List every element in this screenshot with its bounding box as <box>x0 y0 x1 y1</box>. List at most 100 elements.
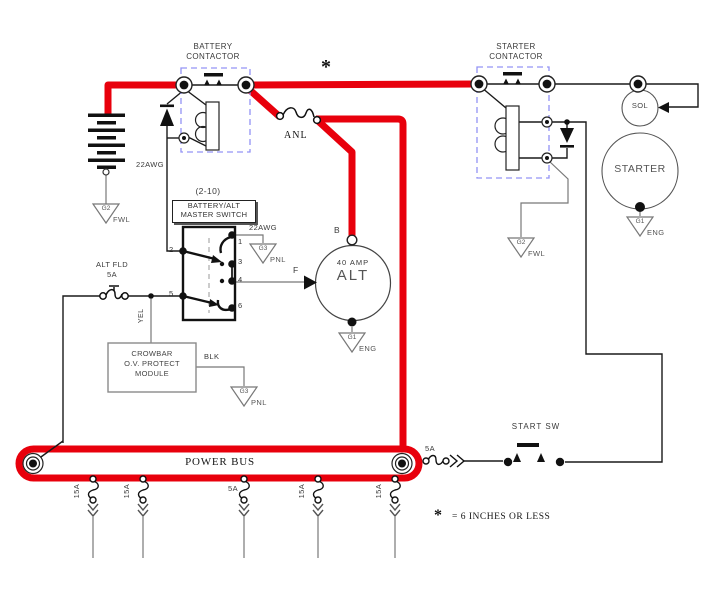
terminal-starter-contactor-left <box>470 75 488 93</box>
battery-contactor-label-1: BATTERY <box>193 42 233 51</box>
pin-4-label: 4 <box>238 275 243 284</box>
contact-bar <box>503 72 522 76</box>
terminal-starter-contactor-right <box>538 75 556 93</box>
starter-contactor-label-1: STARTER <box>496 42 536 51</box>
ground-sys-master-switch: PNL <box>270 255 286 264</box>
yel-wire-label: YEL <box>138 303 146 328</box>
alt-b-terminal-label: B <box>334 225 341 235</box>
pin-3-label: 3 <box>238 257 243 266</box>
master-switch-title-1: BATTERY/ALT <box>187 201 241 210</box>
sol-arrow <box>658 102 669 113</box>
bus-terminals <box>22 452 413 475</box>
power-bus-label: POWER BUS <box>185 456 255 468</box>
terminal-battery-contactor-left <box>175 76 193 94</box>
battery-awg-label: 22AWG <box>128 160 164 170</box>
crowbar-module-label: CROWBAR O.V. PROTECT MODULE <box>109 349 195 379</box>
drop-fuse-5 <box>389 475 401 518</box>
alt-name-label: ALT <box>336 267 370 284</box>
ground-id-starter-contactor: G2 <box>516 239 526 246</box>
ground-symbols <box>91 203 655 408</box>
pin-1-label: 1 <box>238 237 243 246</box>
master-switch-title-box: BATTERY/ALT MASTER SWITCH <box>172 200 256 223</box>
alt-ground-dot <box>347 317 357 327</box>
bus-feed-fuse-label: 5A <box>425 444 435 453</box>
coil <box>505 105 520 171</box>
starter-ground-dot <box>635 202 645 212</box>
pin-6-label: 6 <box>238 301 243 310</box>
bus-terminal-left <box>22 452 44 475</box>
power-bus-bar <box>15 445 423 482</box>
diode-icon <box>160 108 174 126</box>
alt-fld-breaker-icon <box>99 285 129 300</box>
note-text: = 6 INCHES OR LESS <box>452 512 551 522</box>
pin-5-label: 5 <box>169 289 174 298</box>
drop-fuse-3-rating: 5A <box>228 484 238 493</box>
drop-fuse-4 <box>312 475 324 518</box>
start-switch[interactable] <box>503 443 565 467</box>
ground-sys-starter-contactor: FWL <box>528 249 546 258</box>
bus-terminal-right <box>391 452 413 475</box>
battery-icon <box>88 113 125 176</box>
anl-fuse-icon <box>275 107 322 125</box>
six-inch-star-marker: * <box>321 56 331 78</box>
alt-f-terminal-label: F <box>293 265 299 275</box>
ground-sys-starter-motor: ENG <box>647 228 665 237</box>
chevron-right-icon <box>449 454 466 468</box>
drop-fuse-3 <box>238 475 250 518</box>
ground-alternator-icon <box>337 332 367 354</box>
diode-cathode <box>160 104 174 108</box>
drop-fuse-1-rating: 15A <box>71 483 81 499</box>
anl-to-alt-b-wire <box>313 116 356 237</box>
coil-terminal-battery <box>178 132 190 144</box>
diode-cathode <box>560 145 574 148</box>
ground-starter-motor-icon <box>625 216 655 238</box>
starter-motor-group <box>601 89 679 212</box>
master-switch-title-2: MASTER SWITCH <box>180 209 248 219</box>
blk-wire-label: BLK <box>204 352 220 361</box>
battery-contactor-label-2: CONTACTOR <box>186 52 240 61</box>
black-wires <box>33 83 699 463</box>
alt-fld-junction-dot <box>148 293 154 299</box>
bus-drop-fuses <box>87 475 401 518</box>
drop-fuse-2-rating: 15A <box>121 483 131 499</box>
contactor-to-contactor-wire <box>245 80 478 89</box>
battery-contactor <box>160 67 251 153</box>
starter-label: STARTER <box>614 163 666 175</box>
gray-wires <box>92 160 641 558</box>
coil <box>205 101 220 151</box>
ground-sys-alternator: ENG <box>359 344 377 353</box>
ground-master-switch-icon <box>248 243 278 265</box>
starter-contactor <box>476 66 574 179</box>
ground-crowbar-icon <box>229 386 259 408</box>
switch-awg-label: 22AWG <box>249 223 277 232</box>
switch-ref-label: (2-10) <box>195 186 221 196</box>
drop-fuse-5-rating: 15A <box>373 483 383 499</box>
ground-sys-crowbar: PNL <box>251 398 267 407</box>
alt-fld-rating-label: 5A <box>107 270 117 279</box>
crowbar-line-3: MODULE <box>135 369 169 378</box>
ground-id-alternator: G1 <box>347 334 357 341</box>
junction-dot-starter-coil <box>564 119 570 125</box>
ground-id-battery: G2 <box>101 205 111 212</box>
pin-2-label: 2 <box>169 245 174 254</box>
sol-label: SOL <box>631 101 649 110</box>
anl-to-bus-wire <box>316 115 407 452</box>
note-star: * <box>434 507 442 524</box>
ground-id-starter-motor: G1 <box>635 218 645 225</box>
ground-id-crowbar: G3 <box>239 388 249 395</box>
ground-sys-battery: FWL <box>113 215 131 224</box>
crowbar-line-1: CROWBAR <box>131 349 173 358</box>
starter-contactor-label-2: CONTACTOR <box>489 52 543 61</box>
anl-fuse-label: ANL <box>284 130 308 141</box>
coil-terminal-starter-top <box>541 116 553 128</box>
terminals <box>175 75 647 164</box>
ground-starter-contactor-icon <box>506 237 536 259</box>
alt-fld-label: ALT FLD <box>95 260 129 269</box>
master-switch[interactable] <box>179 225 237 322</box>
alternator <box>304 234 392 327</box>
diode-icon <box>560 128 574 143</box>
contact-bar <box>204 73 223 77</box>
b-terminal <box>346 234 358 246</box>
